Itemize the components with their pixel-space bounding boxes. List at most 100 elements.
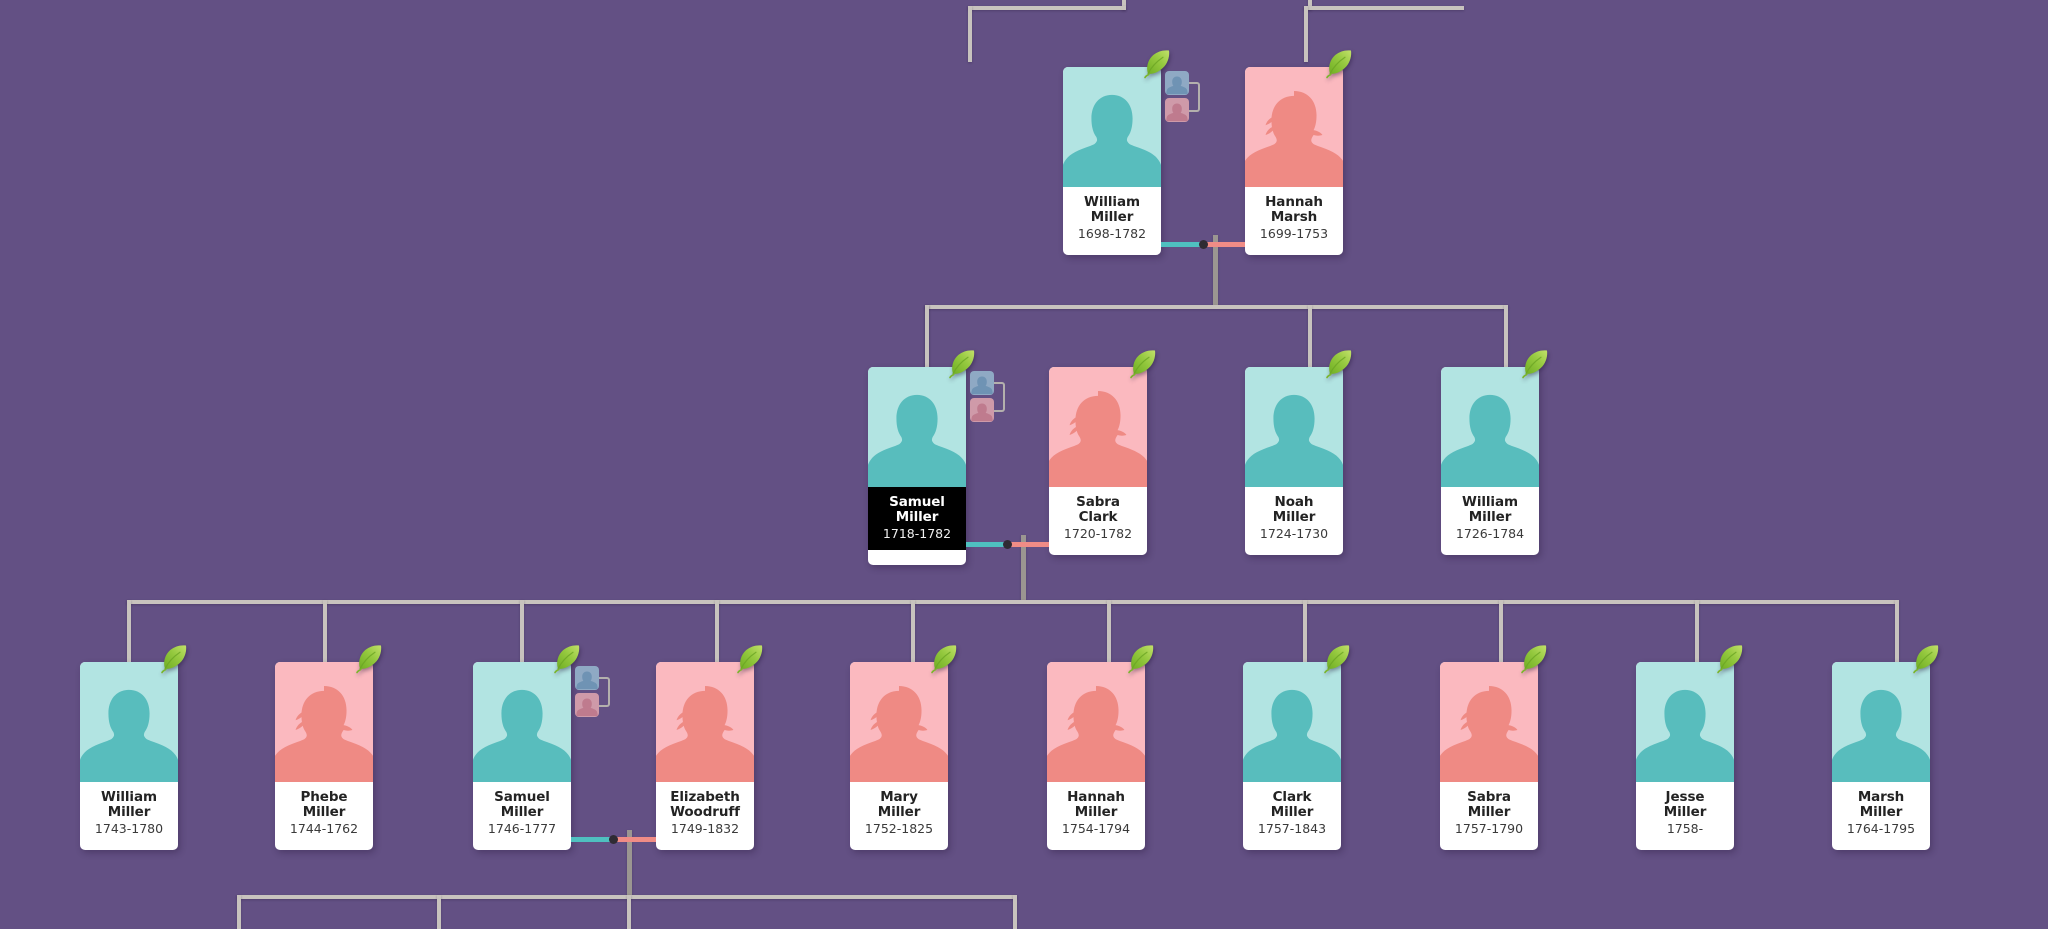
leaf-hint-icon[interactable] (1128, 349, 1158, 379)
family-group-badge-icon[interactable] (575, 666, 610, 718)
person-surname: Woodruff (670, 803, 740, 820)
person-given-name: Sabra (1467, 789, 1511, 805)
leaf-hint-icon[interactable] (1322, 644, 1352, 674)
connector-gen1-descent (1213, 235, 1218, 305)
marriage-samuel-sabra[interactable] (966, 540, 1049, 549)
connector-gen2-descent (1021, 535, 1026, 600)
leaf-hint-icon[interactable] (552, 644, 582, 674)
person-surname: Miller (1467, 803, 1511, 820)
connector-gen2-drop-samuel (925, 305, 929, 367)
connector-gen3-drop-2 (520, 600, 524, 662)
badge-bracket-line (1189, 82, 1200, 112)
person-photo-hannah-marsh-1699 (1245, 67, 1343, 187)
connector-ancestor-left-drop (1122, 0, 1126, 10)
connector-gen3-drop-0 (127, 600, 131, 662)
connector-gen2-drop-1 (1308, 305, 1312, 367)
person-photo-jesse-miller-1758 (1636, 662, 1734, 782)
badge-female-avatar-icon (970, 398, 994, 422)
person-lifespan: 1764-1795 (1846, 821, 1916, 836)
badge-male-avatar-icon (575, 666, 599, 690)
badge-male-avatar-icon (1165, 71, 1189, 95)
person-photo-marsh-miller-1764 (1832, 662, 1930, 782)
leaf-hint-icon[interactable] (1520, 349, 1550, 379)
leaf-hint-icon[interactable] (1715, 644, 1745, 674)
marriage-line-wife (613, 837, 656, 842)
person-lifespan: 1754-1794 (1061, 821, 1131, 836)
person-lifespan: 1752-1825 (864, 821, 934, 836)
connector-gen2-sibling-bar (925, 305, 1508, 309)
leaf-hint-icon[interactable] (1126, 644, 1156, 674)
connector-gen2-drop-2 (1504, 305, 1508, 367)
leaf-hint-icon[interactable] (947, 349, 977, 379)
marriage-node-dot[interactable] (1198, 240, 1208, 249)
person-photo-sabra-clark-1720 (1049, 367, 1147, 487)
connector-gen3-drop-9 (1895, 600, 1899, 662)
marriage-line-wife (1007, 542, 1049, 547)
marriage-node-dot[interactable] (1003, 540, 1012, 549)
leaf-hint-icon[interactable] (159, 644, 189, 674)
leaf-hint-icon[interactable] (1324, 49, 1354, 79)
leaf-hint-icon[interactable] (354, 644, 384, 674)
marriage-node-dot[interactable] (609, 835, 618, 844)
badge-bracket-line (994, 382, 1005, 412)
person-photo-william-miller-1726 (1441, 367, 1539, 487)
person-photo-sabra-miller-1757 (1440, 662, 1538, 782)
person-surname: Marsh (1270, 208, 1318, 225)
person-lifespan: 1720-1782 (1063, 526, 1133, 541)
person-given-name: Jesse (1665, 789, 1705, 805)
person-given-name: William (1462, 494, 1518, 510)
connector-gen3-drop-1 (323, 600, 327, 662)
marriage-samuel-elizabeth[interactable] (571, 835, 656, 844)
person-photo-samuel-miller-1718 (868, 367, 966, 487)
connector-gen3-drop-7 (1499, 600, 1503, 662)
person-lifespan: 1698-1782 (1077, 226, 1147, 241)
leaf-hint-icon[interactable] (1142, 49, 1172, 79)
person-surname: Miller (895, 508, 939, 525)
person-given-name: William (1084, 194, 1140, 210)
marriage-william-hannah[interactable] (1161, 240, 1245, 249)
marriage-line-husband (1161, 242, 1203, 247)
leaf-hint-icon[interactable] (929, 644, 959, 674)
connector-gen3-drop-4 (911, 600, 915, 662)
leaf-hint-icon[interactable] (1519, 644, 1549, 674)
person-given-name: Mary (880, 789, 918, 805)
leaf-hint-icon[interactable] (1911, 644, 1941, 674)
badge-male-avatar-icon (970, 371, 994, 395)
marriage-line-husband (571, 837, 614, 842)
leaf-hint-icon[interactable] (1324, 349, 1354, 379)
connector-gen3-sibling-bar (127, 600, 1895, 604)
connector-ancestor-right-bar (1304, 6, 1464, 10)
person-given-name: William (101, 789, 157, 805)
person-given-name: Hannah (1067, 789, 1125, 805)
person-lifespan: 1758- (1666, 821, 1704, 836)
family-group-badge-icon[interactable] (1165, 71, 1200, 123)
person-lifespan: 1724-1730 (1259, 526, 1329, 541)
leaf-hint-icon[interactable] (735, 644, 765, 674)
family-group-badge-icon[interactable] (970, 371, 1005, 423)
person-photo-mary-miller-1752 (850, 662, 948, 782)
